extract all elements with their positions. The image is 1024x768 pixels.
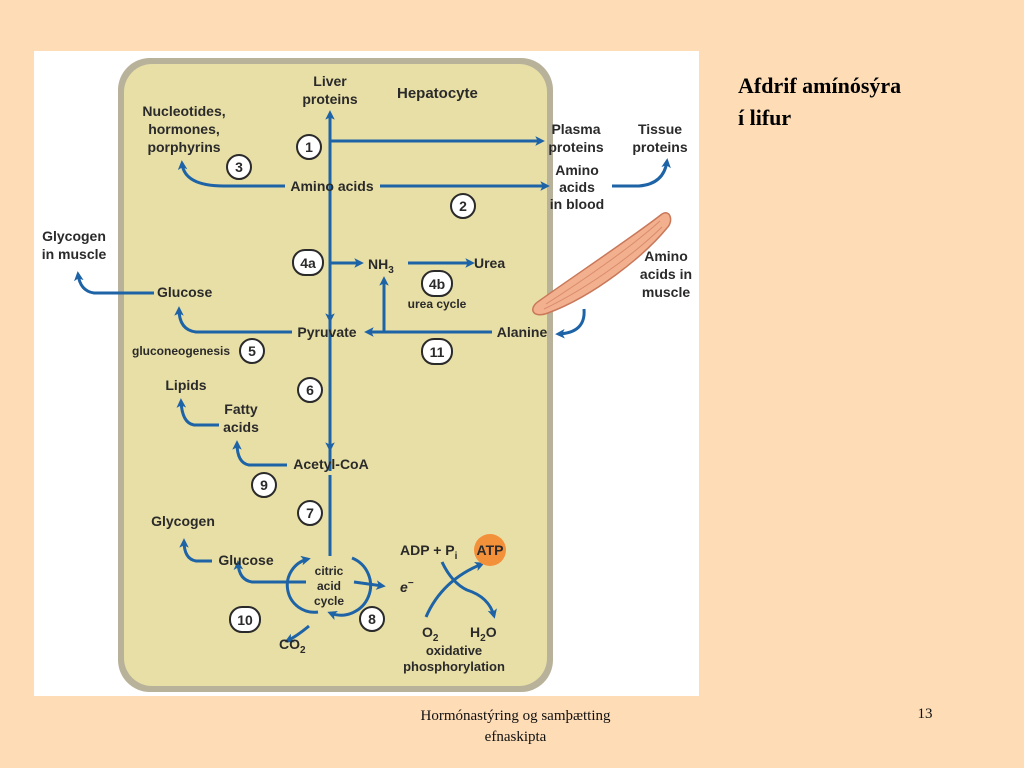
nh3-label: NH3 — [368, 256, 394, 276]
arrow-to-glycogen-muscle — [74, 271, 154, 295]
fatty-acids-label-1: Fatty — [224, 401, 258, 417]
co2-label: CO2 — [279, 636, 306, 656]
footer-line-1: Hormónastýring og samþætting — [420, 708, 611, 724]
slide-title-line-2: í lifur — [738, 105, 792, 130]
urea-cycle-label: urea cycle — [408, 297, 467, 311]
arrow-to-lipids — [176, 398, 219, 427]
slide-title-line-1: Afdrif amínósýra — [738, 73, 902, 98]
svg-text:10: 10 — [237, 612, 253, 628]
svg-text:5: 5 — [248, 343, 256, 359]
slide-title: Afdrif amínósýra í lifur — [738, 70, 998, 134]
svg-text:4a: 4a — [300, 255, 316, 271]
gluconeogenesis-label: gluconeogenesis — [132, 344, 230, 358]
lipids-label: Lipids — [165, 377, 206, 393]
svg-text:8: 8 — [368, 611, 376, 627]
plasma-proteins-label-2: proteins — [548, 139, 603, 155]
arrow-to-tissue-proteins — [612, 158, 671, 188]
tissue-proteins-label-2: proteins — [632, 139, 687, 155]
step-4a: 4a — [292, 249, 324, 276]
glycogen-muscle-label-1: Glycogen — [42, 228, 106, 244]
svg-text:9: 9 — [260, 477, 268, 493]
svg-text:1: 1 — [305, 139, 313, 155]
alanine-label: Alanine — [497, 324, 548, 340]
tissue-proteins-label-1: Tissue — [638, 121, 682, 137]
amino-acids-label: Amino acids — [290, 178, 373, 194]
citric-cycle-label-3: cycle — [314, 594, 344, 608]
step-9: 9 — [251, 472, 277, 498]
amino-blood-label-3: in blood — [550, 196, 604, 212]
svg-text:7: 7 — [306, 505, 314, 521]
amino-muscle-label-3: muscle — [642, 284, 690, 300]
cell-title: Hepatocyte — [397, 85, 478, 102]
h2o-label: H2O — [470, 624, 497, 644]
pathway-arrows — [74, 110, 671, 643]
step-11: 11 — [421, 338, 453, 365]
arrow-to-electron — [353, 580, 386, 590]
glycogen-muscle-label-2: in muscle — [42, 246, 107, 262]
urea-label: Urea — [474, 255, 505, 271]
nucleotides-label-2: hormones, — [148, 121, 220, 137]
step-6: 6 — [297, 377, 323, 403]
pyruvate-label: Pyruvate — [297, 324, 356, 340]
arrow-to-co2 — [284, 624, 310, 643]
amino-acid-fate-diagram: Hepatocyte 1 2 3 4a 4b 5 — [42, 58, 692, 692]
citric-cycle-label-2: acid — [317, 579, 341, 593]
step-1: 1 — [296, 134, 322, 160]
footer-text: Hormónastýring og samþætting efnaskipta — [368, 706, 663, 748]
step-5: 5 — [239, 338, 265, 364]
amino-muscle-label-2: acids in — [640, 266, 692, 282]
glucose-label: Glucose — [157, 284, 212, 300]
arrow-to-fatty-acids — [232, 440, 287, 467]
arrow-to-glycogen — [179, 538, 212, 563]
svg-text:4b: 4b — [429, 276, 445, 292]
footer-line-2: efnaskipta — [484, 729, 547, 745]
o2-label: O2 — [422, 624, 439, 644]
arrow-to-h2o — [440, 561, 497, 619]
oxidative-label-2: phosphorylation — [403, 659, 505, 674]
liver-proteins-label-2: proteins — [302, 91, 357, 107]
arrow-to-atp — [424, 562, 485, 618]
citric-cycle-right — [327, 556, 373, 620]
electron-label: e− — [400, 578, 414, 595]
nucleotides-label-1: Nucleotides, — [142, 103, 225, 119]
fatty-acids-label-2: acids — [223, 419, 259, 435]
step-3: 3 — [226, 154, 252, 180]
amino-blood-label-2: acids — [559, 179, 595, 195]
muscle-fiber-icon — [532, 212, 672, 316]
step-7: 7 — [297, 500, 323, 526]
acetyl-coa-label: Acetyl-CoA — [293, 456, 368, 472]
pathway-figure: Hepatocyte 1 2 3 4a 4b 5 — [34, 51, 699, 696]
nucleotides-label-3: porphyrins — [147, 139, 220, 155]
amino-muscle-label-1: Amino — [644, 248, 688, 264]
liver-proteins-label-1: Liver — [313, 73, 347, 89]
glycogen-label: Glycogen — [151, 513, 215, 529]
adp-pi-label: ADP + Pi — [400, 542, 458, 562]
atp-label: ATP — [477, 542, 504, 558]
arrow-to-nucleotides — [177, 160, 285, 188]
citric-cycle-left — [285, 555, 319, 614]
step-2: 2 — [450, 193, 476, 219]
citric-cycle-label-1: citric — [315, 564, 344, 578]
amino-blood-label-1: Amino — [555, 162, 599, 178]
arrow-muscle-to-alanine — [555, 308, 586, 339]
atp-badge — [474, 534, 506, 566]
svg-text:2: 2 — [459, 198, 467, 214]
oxidative-label-1: oxidative — [426, 643, 482, 658]
arrow-to-glucose-bottom — [233, 560, 306, 584]
page-number: 13 — [917, 706, 933, 722]
step-10: 10 — [229, 606, 261, 633]
svg-text:11: 11 — [430, 344, 445, 360]
step-8: 8 — [359, 606, 385, 632]
hepatocyte-cell — [124, 64, 547, 686]
svg-text:6: 6 — [306, 382, 314, 398]
arrow-to-glucose — [174, 306, 292, 334]
step-4b: 4b — [421, 270, 453, 297]
glucose-bottom-label: Glucose — [218, 552, 273, 568]
svg-text:3: 3 — [235, 159, 243, 175]
plasma-proteins-label-1: Plasma — [551, 121, 600, 137]
